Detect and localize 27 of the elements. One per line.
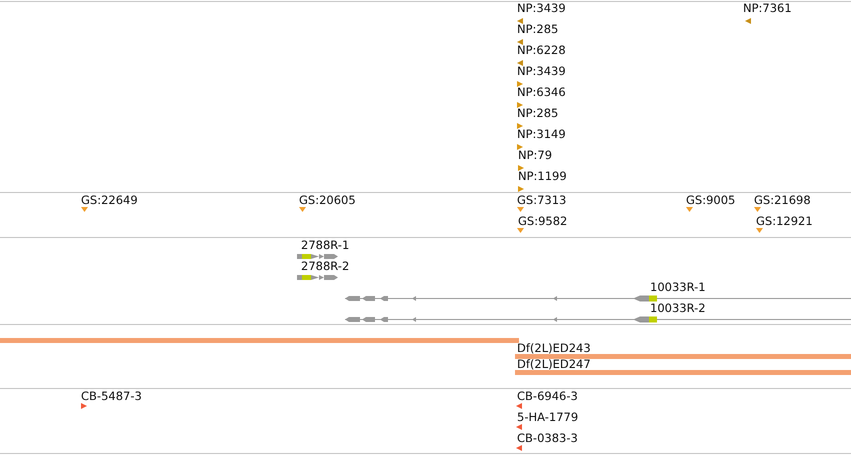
feature-label: CB-6946-3 <box>517 390 578 403</box>
feature-label: 10033R-1 <box>650 281 706 294</box>
feature-label: 10033R-2 <box>650 302 706 315</box>
feature-label: 2788R-2 <box>301 260 350 273</box>
feature-label: GS:22649 <box>81 194 138 207</box>
feature-label: NP:285 <box>517 107 558 120</box>
feature-label: GS:20605 <box>299 194 356 207</box>
feature-label: GS:9005 <box>686 194 736 207</box>
feature-label: NP:79 <box>518 149 552 162</box>
feature-label: GS:9582 <box>518 215 568 228</box>
feature-label: NP:7361 <box>743 2 792 15</box>
feature-label: NP:1199 <box>518 170 567 183</box>
feature-label: Df(2L)ED247 <box>517 358 591 371</box>
feature-label: NP:6346 <box>517 86 566 99</box>
feature-label: CB-5487-3 <box>81 390 142 403</box>
feature-label: GS:12921 <box>756 215 813 228</box>
feature-label: NP:3439 <box>517 2 566 15</box>
feature-label: NP:3439 <box>517 65 566 78</box>
feature-label: 2788R-1 <box>301 239 350 252</box>
feature-label: 5-HA-1779 <box>517 411 578 424</box>
feature-label: NP:6228 <box>517 44 566 57</box>
feature-label: GS:21698 <box>754 194 811 207</box>
feature-label: NP:3149 <box>517 128 566 141</box>
feature-label: GS:7313 <box>517 194 566 207</box>
feature-label: Df(2L)ED243 <box>517 342 591 355</box>
feature-label: CB-0383-3 <box>517 432 578 445</box>
feature-label: NP:285 <box>517 23 558 36</box>
